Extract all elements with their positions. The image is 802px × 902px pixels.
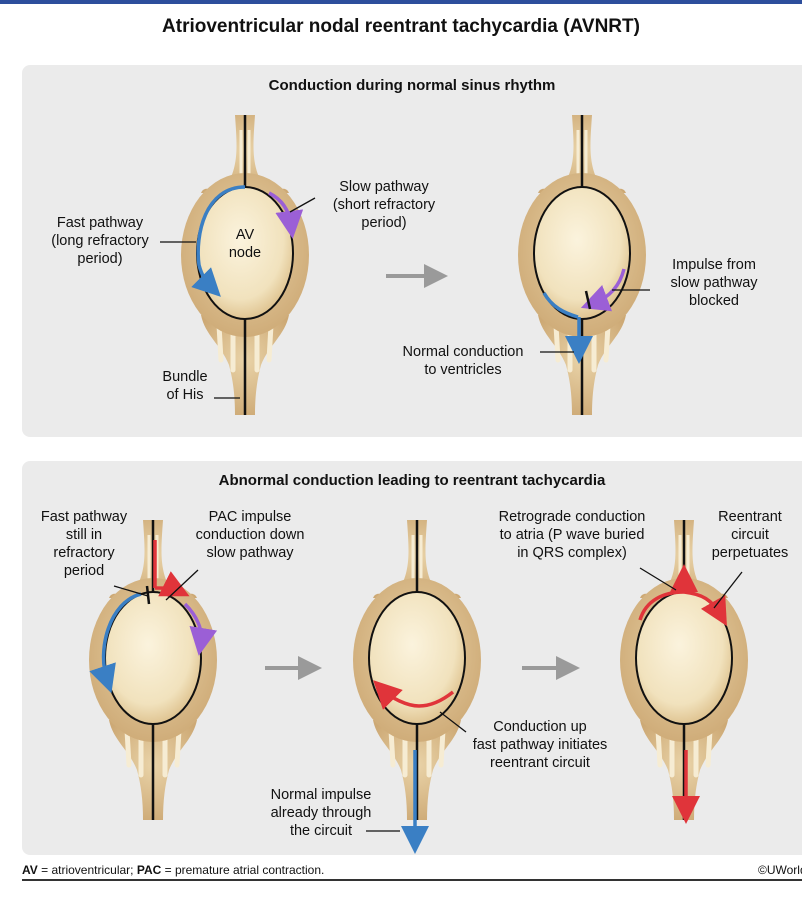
panel-normal-title: Conduction during normal sinus rhythm: [268, 77, 556, 94]
copyright: ©UWorld: [758, 863, 802, 877]
av-node-5: [620, 520, 748, 824]
panel-abnormal-title: Abnormal conduction leading to reentrant…: [218, 472, 606, 489]
av-node-3: [89, 520, 217, 820]
footnote: AV = atrioventricular; PAC = premature a…: [22, 863, 325, 877]
av-node-4: [353, 520, 481, 854]
figure-title: Atrioventricular nodal reentrant tachyca…: [162, 16, 640, 37]
bottom-rule: [22, 879, 802, 881]
panel-normal-sinus-rhythm: Conduction during normal sinus rhythm: [22, 65, 802, 437]
av-node-1: [181, 115, 309, 415]
top-accent-bar: [0, 0, 802, 4]
